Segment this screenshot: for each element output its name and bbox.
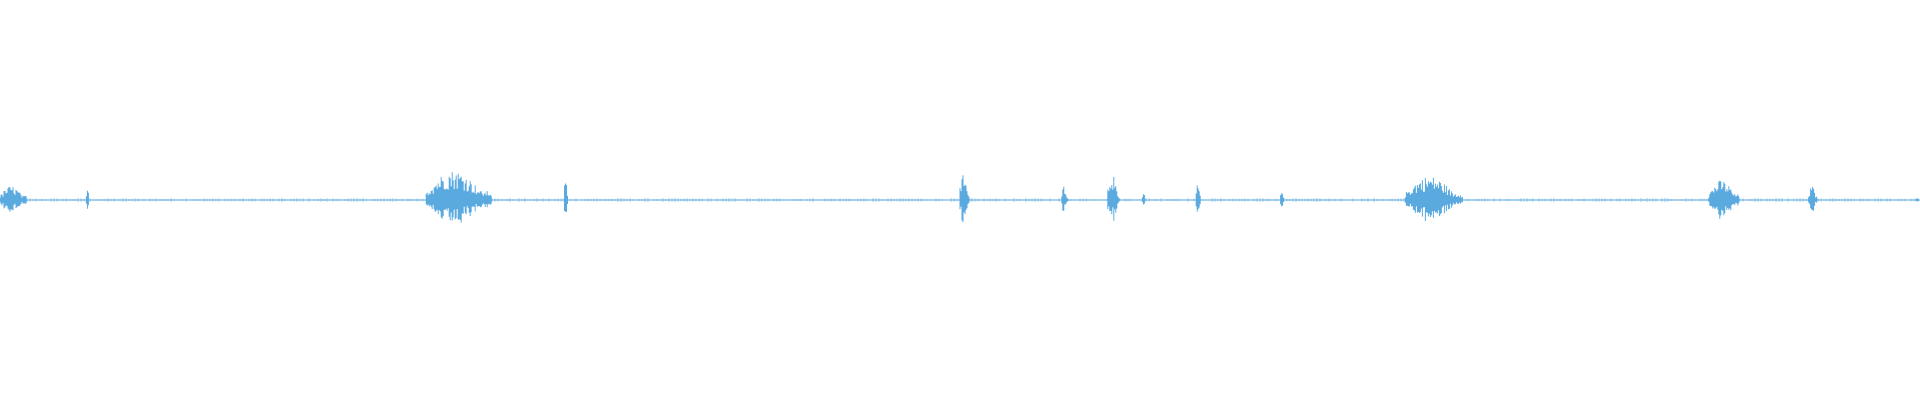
waveform-burst [1808, 187, 1821, 211]
waveform-burst [1061, 186, 1070, 211]
waveform-burst [1404, 177, 1463, 222]
waveform-burst [1141, 194, 1146, 205]
waveform-burst [0, 187, 27, 212]
waveform-burst [959, 175, 972, 223]
waveform-burst [1708, 180, 1740, 219]
waveform-burst [1280, 193, 1285, 207]
waveform-burst [1107, 177, 1122, 221]
waveform-burst [1915, 198, 1920, 202]
waveform-burst [85, 190, 90, 209]
waveform-burst [564, 183, 568, 212]
waveform-burst [425, 172, 492, 223]
waveform-burst [1195, 185, 1202, 212]
